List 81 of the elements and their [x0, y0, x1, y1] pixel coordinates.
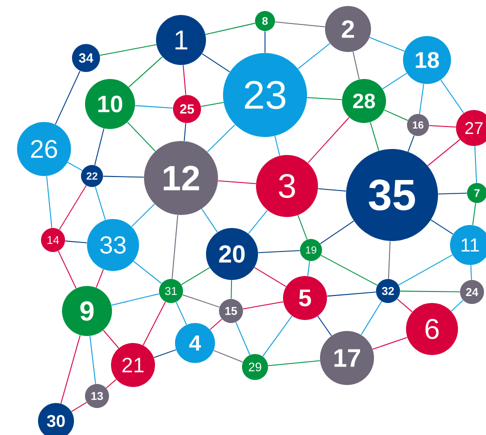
connector-line: [71, 402, 88, 412]
connector-line: [106, 379, 117, 388]
connector-line: [182, 294, 220, 308]
connector-line: [102, 176, 144, 178]
connector-line: [102, 330, 120, 349]
connector-line: [64, 240, 88, 244]
connector-line: [369, 37, 405, 52]
connector-line: [326, 292, 376, 297]
connector-line: [438, 192, 468, 194]
connector-line: [384, 110, 408, 121]
connector-line: [427, 139, 460, 166]
connector-line: [230, 280, 232, 300]
connector-line: [128, 56, 163, 88]
connector-line: [242, 301, 284, 310]
connector-line: [100, 44, 157, 56]
connector-line: [298, 214, 308, 240]
connector-line: [472, 202, 476, 226]
connector-line: [474, 146, 477, 184]
connector-line: [46, 176, 52, 228]
connector-line: [428, 125, 456, 128]
connector-line: [248, 210, 268, 234]
connector-line: [320, 220, 354, 244]
connector-line: [182, 64, 186, 96]
connector-line: [202, 53, 230, 72]
connector-line: [235, 322, 250, 356]
connector-line: [317, 316, 332, 336]
connector-line: [470, 264, 472, 280]
connector-line: [254, 267, 286, 287]
connector-line: [320, 254, 378, 286]
connector-line: [370, 122, 380, 152]
connector-line: [307, 260, 310, 276]
connector-line: [131, 204, 155, 228]
connector-line: [60, 334, 81, 404]
connector-line: [450, 300, 464, 312]
connector-line: [90, 336, 96, 384]
connector-line: [318, 188, 346, 192]
connector-line: [67, 162, 83, 171]
connector-line: [396, 298, 413, 312]
connector-line: [153, 349, 176, 358]
connector-line: [398, 254, 453, 286]
connector-line: [268, 360, 320, 366]
connector-line: [207, 124, 236, 152]
connector-line: [200, 102, 224, 107]
connector-line: [127, 122, 156, 152]
connector-line: [176, 302, 187, 326]
connector-line: [218, 180, 256, 184]
connector-line: [298, 42, 330, 70]
connector-line: [142, 301, 166, 346]
connector-line: [258, 250, 300, 254]
connector-line: [274, 136, 280, 156]
connector-line: [184, 122, 186, 142]
connector-line: [419, 84, 424, 114]
connector-line: [94, 128, 104, 166]
connector-line: [274, 22, 326, 28]
connector-line: [306, 97, 342, 100]
connector-line: [201, 208, 218, 233]
connector-line: [352, 51, 360, 80]
connector-line: [133, 260, 162, 284]
connector-line: [264, 30, 266, 54]
connector-line: [180, 267, 210, 286]
connector-line: [210, 318, 222, 330]
connector-line: [205, 22, 256, 35]
connector-line: [213, 350, 244, 363]
connector-line: [172, 214, 178, 280]
connector-line: [382, 72, 408, 90]
connector-line: [94, 186, 106, 220]
connector-line: [408, 135, 415, 152]
connector-line: [308, 117, 350, 164]
connector-line: [430, 219, 454, 235]
connector-line: [360, 300, 382, 336]
connector-line: [58, 250, 77, 289]
connector-line: [372, 337, 408, 350]
connector-line: [96, 268, 104, 288]
connector-line: [400, 290, 460, 292]
connector-line: [54, 70, 80, 125]
connector-line: [262, 316, 292, 357]
connector-line: [388, 240, 391, 280]
connector-line: [111, 293, 160, 306]
connector-line: [58, 185, 87, 230]
connector-line: [134, 105, 174, 109]
connector-line: [440, 79, 464, 114]
